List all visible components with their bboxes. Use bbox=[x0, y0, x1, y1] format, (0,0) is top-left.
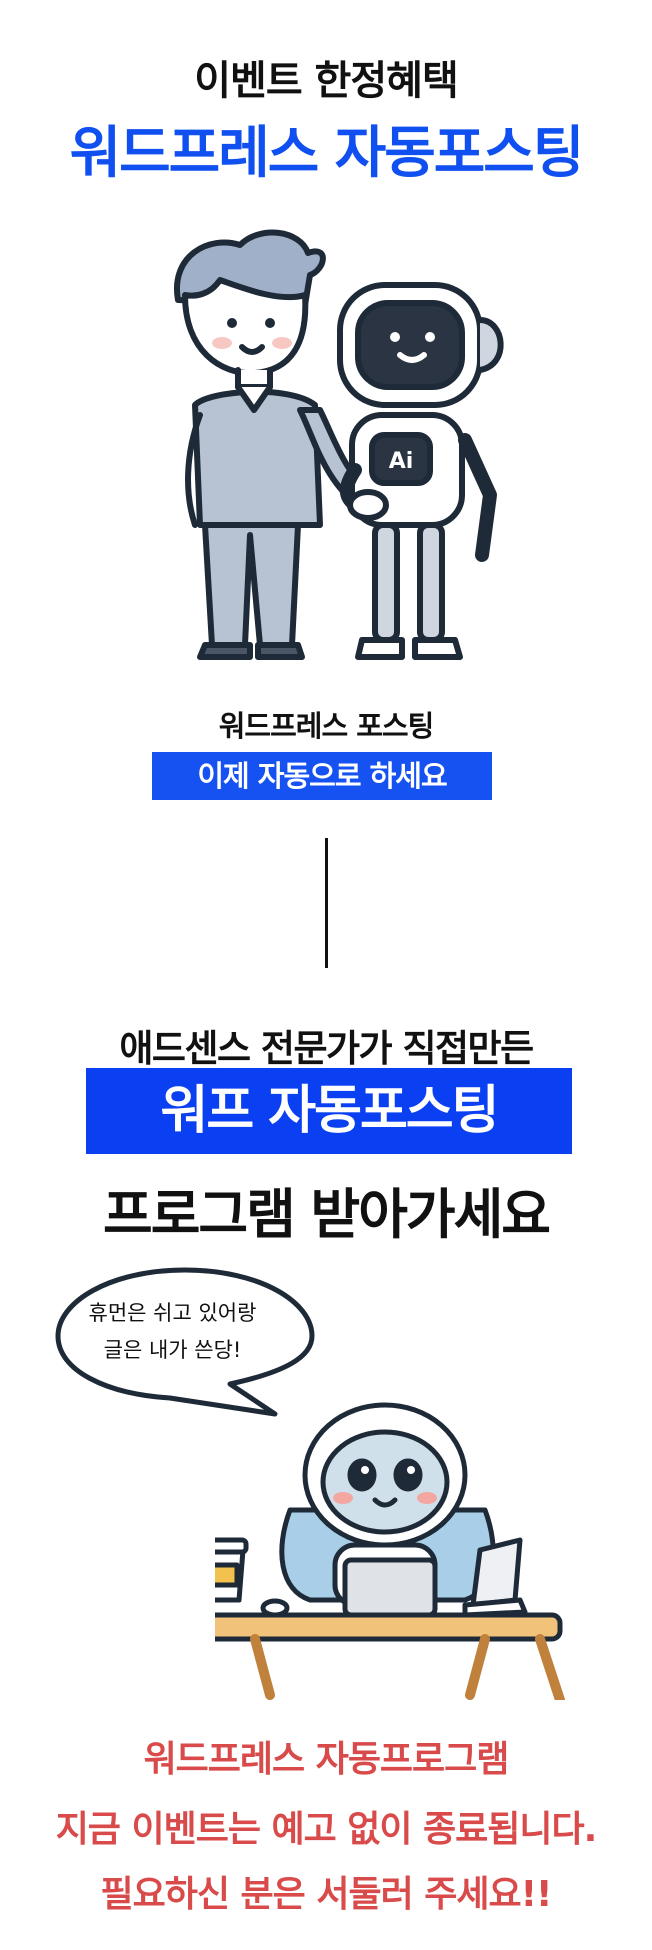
promo-line3: 프로그램 받아가세요 bbox=[103, 1183, 551, 1246]
notice-line3: 필요하신 분은 서둘러 주세요!! bbox=[100, 1874, 553, 1915]
handshake-illustration: Ai bbox=[173, 229, 504, 660]
divider-line bbox=[325, 838, 328, 968]
speech-bubble-text: 휴먼은 쉬고 있어랑 글은 내가 쓴당! bbox=[60, 1295, 285, 1369]
robot-chest-label: Ai bbox=[389, 449, 414, 474]
promo-band: 워프 자동포스팅 bbox=[86, 1068, 572, 1154]
promo-line1: 애드센스 전문가가 직접만든 bbox=[119, 1027, 534, 1070]
speech-bubble-line2: 글은 내가 쓴당! bbox=[103, 1338, 242, 1362]
handshake-caption-line1: 워드프레스 포스팅 bbox=[218, 709, 435, 743]
robot-desk-illustration bbox=[215, 1402, 565, 1700]
speech-bubble-line1: 휴먼은 쉬고 있어랑 bbox=[88, 1301, 257, 1325]
notice-line2: 지금 이벤트는 예고 없이 종료됩니다. bbox=[55, 1809, 598, 1850]
header-title: 워드프레스 자동포스팅 bbox=[69, 121, 585, 186]
speech-bubble bbox=[55, 1267, 315, 1417]
header-line1: 이벤트 한정혜택 bbox=[194, 58, 459, 104]
handshake-caption-band: 이제 자동으로 하세요 bbox=[152, 752, 492, 800]
notice-line1: 워드프레스 자동프로그램 bbox=[143, 1739, 510, 1780]
